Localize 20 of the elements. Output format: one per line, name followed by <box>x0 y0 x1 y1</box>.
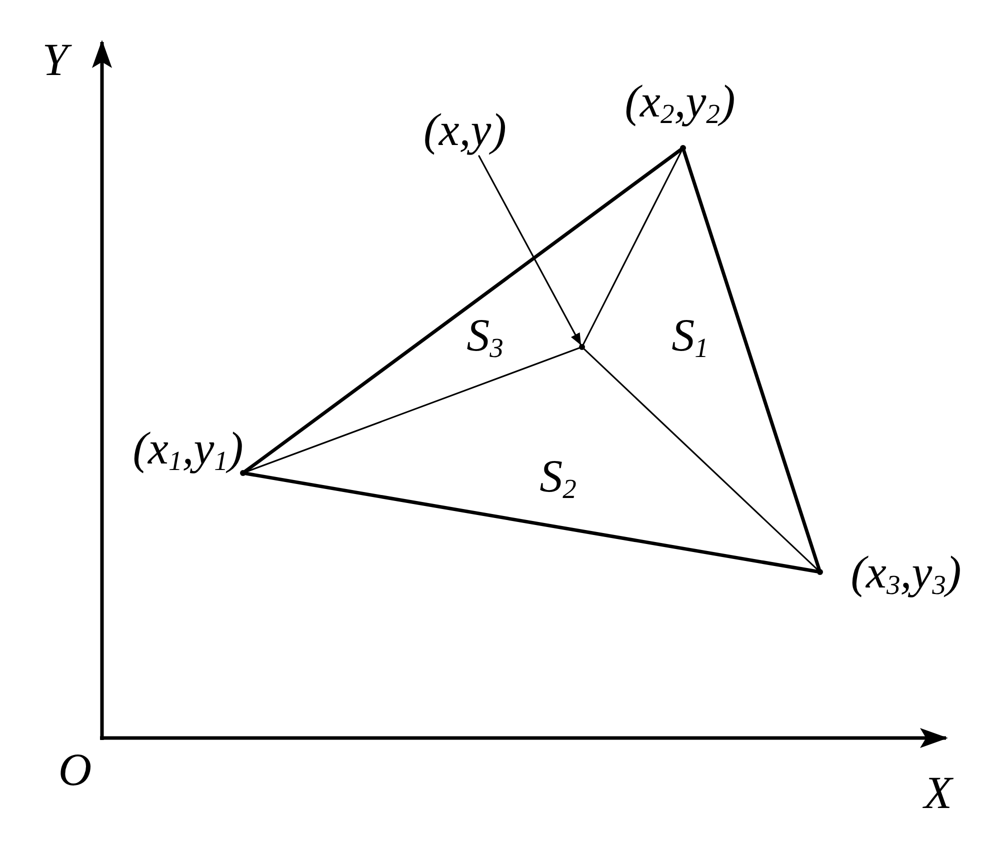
area-label: S$_{3}$ <box>466 312 504 362</box>
connecting-line <box>245 347 580 473</box>
triangle-side <box>244 472 819 574</box>
connecting-line <box>582 150 682 346</box>
vertex-point <box>240 470 246 476</box>
vertex-coordinate-label: (x$_{3}$,y$_{3}$) <box>850 549 962 599</box>
vertex-point <box>817 569 823 575</box>
triangle-side <box>682 149 821 571</box>
axis-label: X <box>924 770 952 816</box>
area-label: S$_{2}$ <box>540 453 576 503</box>
vertex-coordinate-label: (x$_{1}$,y$_{1}$) <box>132 425 244 475</box>
origin-label: O <box>58 747 92 793</box>
interior-point <box>579 344 585 350</box>
point-label: (x,y) <box>410 104 520 156</box>
leader-arrow <box>478 155 582 346</box>
vertex-coordinate-label: (x$_{2}$,y$_{2}$) <box>624 78 736 128</box>
vertex-point <box>680 145 686 151</box>
area-label: S$_{1}$ <box>672 312 708 362</box>
triangle-side <box>244 148 682 473</box>
connecting-line <box>583 348 819 571</box>
